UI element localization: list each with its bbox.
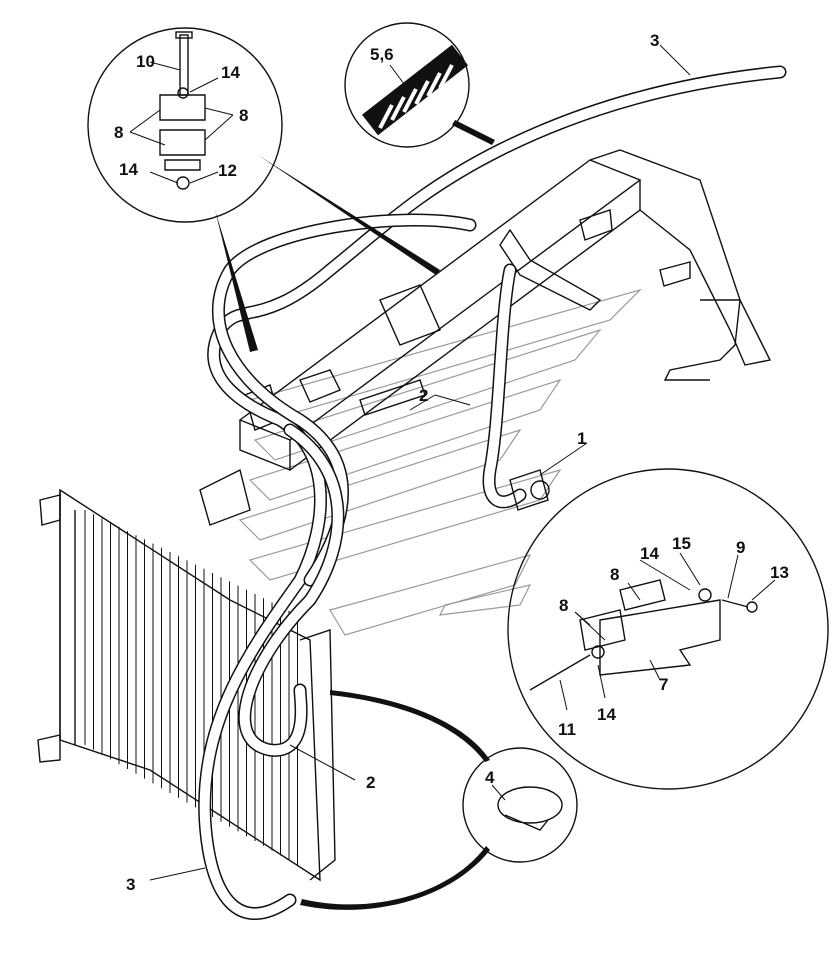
callout-13: 13 <box>770 563 789 582</box>
hose-2 <box>238 263 527 757</box>
elbow-fitting <box>509 469 550 511</box>
callout-labels: 10 14 8 8 14 12 5,6 3 2 1 14 15 9 8 13 8… <box>114 31 789 894</box>
callout-10: 10 <box>136 52 155 71</box>
callout-2: 2 <box>366 773 375 792</box>
callout-14: 14 <box>221 63 240 82</box>
callout-7: 7 <box>659 675 668 694</box>
callout-8: 8 <box>559 596 568 615</box>
detail-circle-clamp-stack <box>87 27 440 352</box>
callout-14: 14 <box>119 160 138 179</box>
callout-4: 4 <box>485 768 495 787</box>
callout-9: 9 <box>736 538 745 557</box>
callout-3: 3 <box>126 875 135 894</box>
leader-lines <box>149 44 691 881</box>
callout-15: 15 <box>672 534 691 553</box>
callout-1: 1 <box>577 429 586 448</box>
frame-bracket <box>199 149 772 526</box>
callout-2: 2 <box>419 386 428 405</box>
hose-3-loop <box>211 213 477 587</box>
detail-circle-hose-clamp <box>300 690 578 910</box>
callout-8: 8 <box>114 123 123 142</box>
callout-12: 12 <box>218 161 237 180</box>
callout-3: 3 <box>650 31 659 50</box>
callout-14: 14 <box>640 544 659 563</box>
detail-circle-bracket-clamp <box>507 468 829 790</box>
callout-14: 14 <box>597 705 616 724</box>
callout-11: 11 <box>558 720 576 739</box>
hose-3 <box>198 65 787 920</box>
callout-8: 8 <box>610 565 619 584</box>
detail-circle-hose-sleeve <box>344 22 495 148</box>
callout-5-6: 5,6 <box>370 45 394 64</box>
callout-8: 8 <box>239 106 248 125</box>
